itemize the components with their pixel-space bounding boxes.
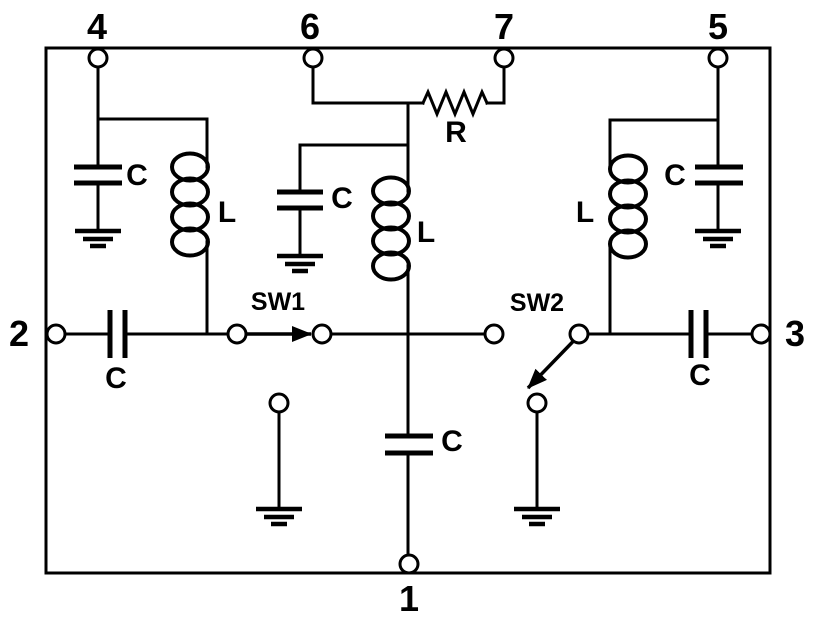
sw2-open-contact	[483, 323, 505, 345]
cap-top-left-label: C	[126, 159, 148, 192]
pin-3-label: 3	[785, 313, 805, 354]
wire	[96, 117, 209, 169]
coil-loop	[170, 226, 210, 258]
wires-switch-grounds	[277, 410, 539, 509]
capacitor-bottom-symbol	[385, 433, 433, 456]
sw1-throw-contact	[311, 323, 333, 345]
ground-mid-left	[277, 253, 323, 274]
cap-bottom-label: C	[441, 425, 463, 458]
wire	[311, 65, 425, 105]
wire	[298, 143, 410, 191]
inductor-center-symbol	[371, 175, 411, 282]
pin-1-terminal	[398, 553, 420, 575]
coil-loop	[608, 178, 648, 210]
ind-center-label: L	[417, 216, 435, 249]
coil-loop	[608, 203, 648, 235]
wires-top-left	[96, 65, 209, 335]
pin-terminals	[45, 47, 772, 575]
coil-loop	[371, 200, 411, 232]
coil-loop	[371, 175, 411, 207]
sw2-pole-contact	[568, 323, 590, 345]
switch-sw1-symbol	[226, 323, 333, 414]
cap-top-right-label: C	[664, 159, 686, 192]
coil-loop	[371, 225, 411, 257]
sw2-ground-contact	[526, 392, 548, 414]
wire	[608, 118, 720, 171]
capacitor-series-left-symbol	[107, 310, 128, 358]
coil-loop	[170, 151, 210, 183]
pin-6-label: 6	[300, 6, 320, 47]
pin-4-label: 4	[87, 6, 107, 47]
wires-top-center	[298, 65, 506, 558]
pin-3-terminal	[750, 323, 772, 345]
pin-2-label: 2	[9, 313, 29, 354]
coil-loop	[371, 250, 411, 282]
wires-top-right	[608, 65, 720, 335]
cap-mid-left-label: C	[331, 182, 353, 215]
inductor-right-symbol	[608, 153, 648, 260]
ground-top-left	[75, 228, 121, 249]
resistor-label: R	[445, 116, 467, 149]
cap-series-left-label: C	[105, 362, 127, 395]
coil-loop	[170, 201, 210, 233]
sw2-label: SW2	[510, 289, 564, 317]
resistor-zigzag	[421, 88, 489, 118]
pin-2-terminal	[45, 323, 67, 345]
sw1-label: SW1	[251, 288, 305, 316]
resistor-symbol	[421, 88, 489, 118]
sw2-arm-arrow	[526, 339, 575, 390]
ind-left-label: L	[218, 196, 236, 229]
ground-sw2	[514, 506, 560, 527]
pin-7-terminal	[493, 47, 515, 69]
cap-series-right-label: C	[689, 359, 711, 392]
pin-6-terminal	[302, 47, 324, 69]
ground-top-right	[695, 228, 741, 249]
pin-5-terminal	[707, 47, 729, 69]
wire	[485, 65, 506, 105]
switch-sw2-symbol	[483, 323, 590, 414]
pin-4-terminal	[87, 47, 109, 69]
labels: 4 6 7 5 2 3 1 C L C L R L C C C C SW1 SW…	[9, 6, 805, 619]
inductor-left-symbol	[170, 151, 210, 258]
capacitor-mid-left-symbol	[277, 189, 323, 211]
coil-loop	[608, 153, 648, 185]
capacitor-series-right-symbol	[688, 310, 709, 358]
capacitor-top-left-symbol	[74, 164, 122, 186]
ind-right-label: L	[576, 196, 594, 229]
coil-loop	[608, 228, 648, 260]
pin-1-label: 1	[399, 578, 419, 619]
capacitor-top-right-symbol	[695, 164, 743, 186]
sw1-pole-contact	[226, 323, 248, 345]
ground-sw1	[256, 506, 302, 527]
sw1-ground-contact	[268, 392, 290, 414]
coil-loop	[170, 176, 210, 208]
pin-7-label: 7	[494, 6, 514, 47]
pin-5-label: 5	[708, 6, 728, 47]
